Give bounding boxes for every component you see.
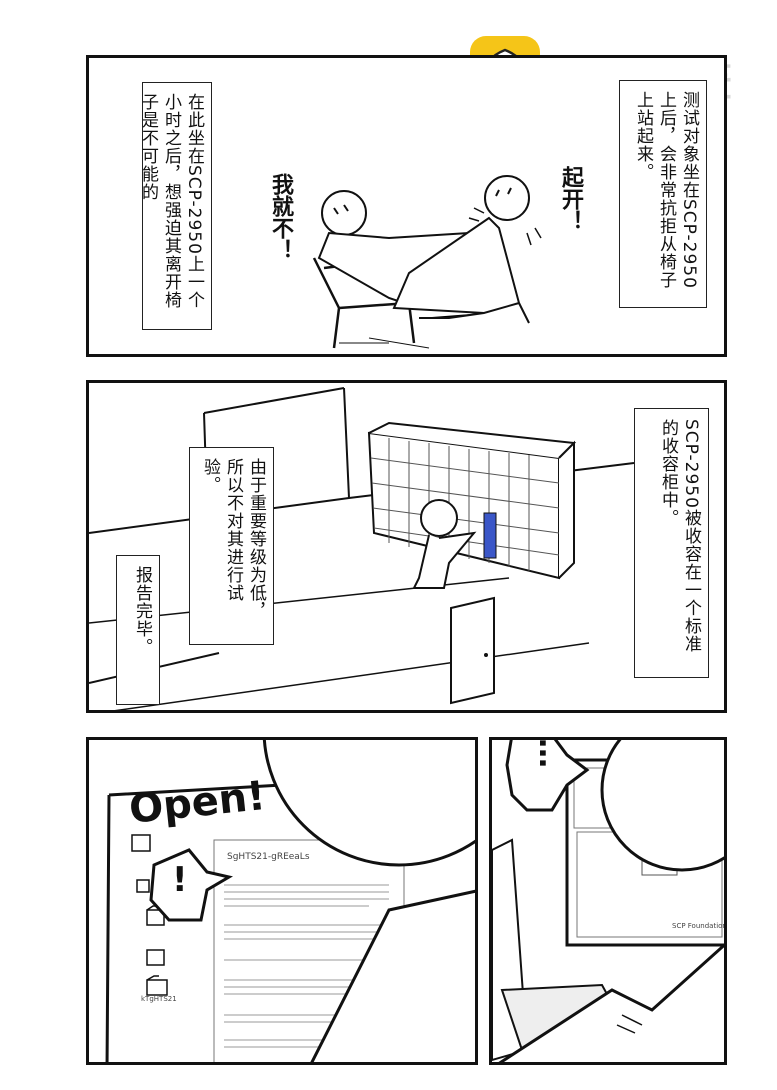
- screen-caption: SCP Foundation: [672, 922, 727, 930]
- ellipsis-bubble-text: …: [532, 738, 567, 768]
- panel-3: Open! ! SgHTS21-gREeaLs kTgHTS21: [86, 737, 478, 1065]
- sfx-refuse: 我就不！: [268, 173, 293, 261]
- caption-panel1-left: 在此坐在SCP-2950上一个小时之后，想强迫其离开椅子是不可能的: [138, 82, 212, 330]
- panel-4-drawing: [492, 740, 724, 1062]
- caption-panel2-right: SCP-2950被收容在一个标准的收容柜中。: [634, 408, 709, 678]
- caption-panel1-right: 测试对象坐在SCP-2950上后，会非常抗拒从椅子上站起来。: [619, 80, 707, 308]
- panel-1: 在此坐在SCP-2950上一个小时之后，想强迫其离开椅子是不可能的 测试对象坐在…: [86, 55, 727, 357]
- panel-2: 报告完毕。 由于重要等级为低，所以不对其进行试验。 SCP-2950被收容在一个…: [86, 380, 727, 713]
- caption-panel2-middle: 由于重要等级为低，所以不对其进行试验。: [189, 447, 274, 645]
- caption-panel2-left: 报告完毕。: [116, 555, 160, 705]
- document-title: SgHTS21-gREeaLs: [227, 852, 310, 862]
- panel-4: … SCP Foundation: [489, 737, 727, 1065]
- panel-3-drawing: [105, 740, 475, 1062]
- panel-2-drawing: [89, 387, 635, 710]
- folder-label: kTgHTS21: [141, 995, 177, 1003]
- exclamation-bubble-text: !: [172, 860, 188, 900]
- panel-1-drawing: [312, 175, 542, 349]
- sfx-get-up: 起开！: [558, 166, 583, 232]
